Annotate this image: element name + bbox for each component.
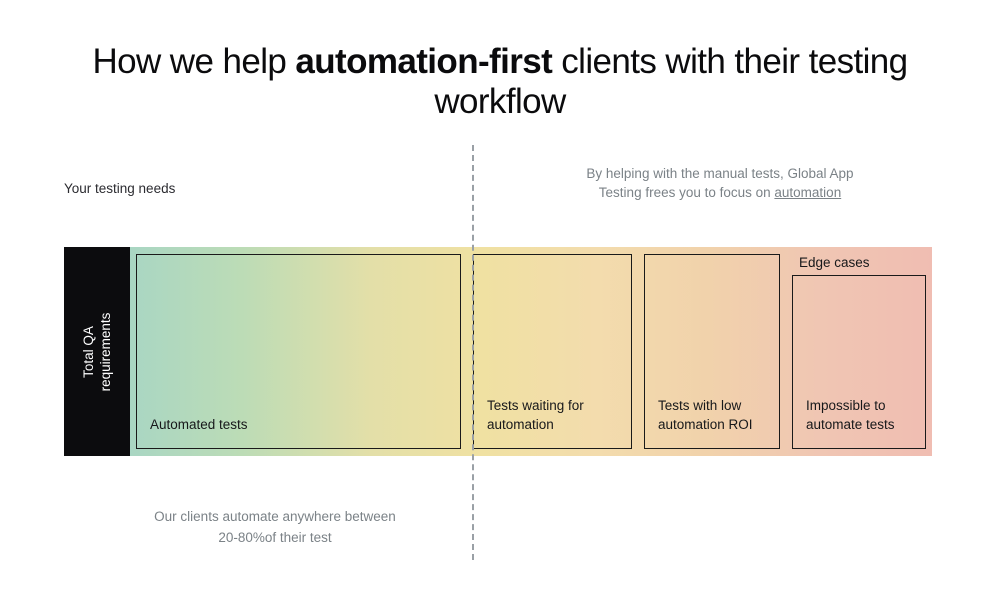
segment-edge-cases[interactable]: Edge cases Impossible to automate tests: [786, 247, 932, 456]
segment-automated-tests[interactable]: Automated tests: [130, 247, 467, 456]
axis-label-line1: Total QA: [81, 325, 96, 378]
total-qa-requirements-label: Total QA requirements: [80, 312, 114, 391]
segment-low-roi-label: Tests with low automation ROI: [658, 398, 753, 432]
manual-tests-note-line1: By helping with the manual tests, Global…: [586, 166, 854, 181]
segment-tests-waiting-label: Tests waiting for automation: [487, 398, 584, 432]
page-title-after: clients with their testing workflow: [434, 42, 908, 121]
testing-needs-label: Your testing needs: [64, 181, 176, 196]
automation-boundary-divider: [472, 145, 474, 560]
segment-tests-waiting-box: Tests waiting for automation: [473, 254, 632, 449]
total-qa-requirements-axis: Total QA requirements: [64, 247, 130, 456]
automation-range-note-line1: Our clients automate anywhere between: [154, 509, 396, 524]
segment-edge-cases-box: Impossible to automate tests: [792, 275, 926, 449]
manual-tests-note-line2: Testing frees you to focus on: [598, 185, 775, 200]
segment-low-roi-box: Tests with low automation ROI: [644, 254, 780, 449]
automation-link[interactable]: automation: [774, 185, 842, 200]
automation-range-note: Our clients automate anywhere between 20…: [110, 506, 440, 548]
segment-impossible-label: Impossible to automate tests: [806, 398, 895, 432]
automation-range-note-line2: 20-80%of their test: [218, 530, 332, 545]
segment-automated-tests-label: Automated tests: [150, 417, 248, 432]
page-title-before: How we help: [92, 42, 296, 81]
segment-automated-tests-box: Automated tests: [136, 254, 461, 449]
qa-requirements-bar: Total QA requirements Automated tests Te…: [64, 247, 932, 456]
segment-tests-waiting[interactable]: Tests waiting for automation: [467, 247, 638, 456]
segment-edge-cases-title: Edge cases: [799, 255, 870, 270]
axis-label-line2: requirements: [98, 312, 113, 391]
bar-segments: Automated tests Tests waiting for automa…: [130, 247, 932, 456]
segment-low-roi[interactable]: Tests with low automation ROI: [638, 247, 786, 456]
manual-tests-note: By helping with the manual tests, Global…: [520, 164, 920, 202]
page-title-emphasis: automation-first: [295, 42, 553, 81]
page-title: How we help automation-first clients wit…: [70, 42, 930, 122]
